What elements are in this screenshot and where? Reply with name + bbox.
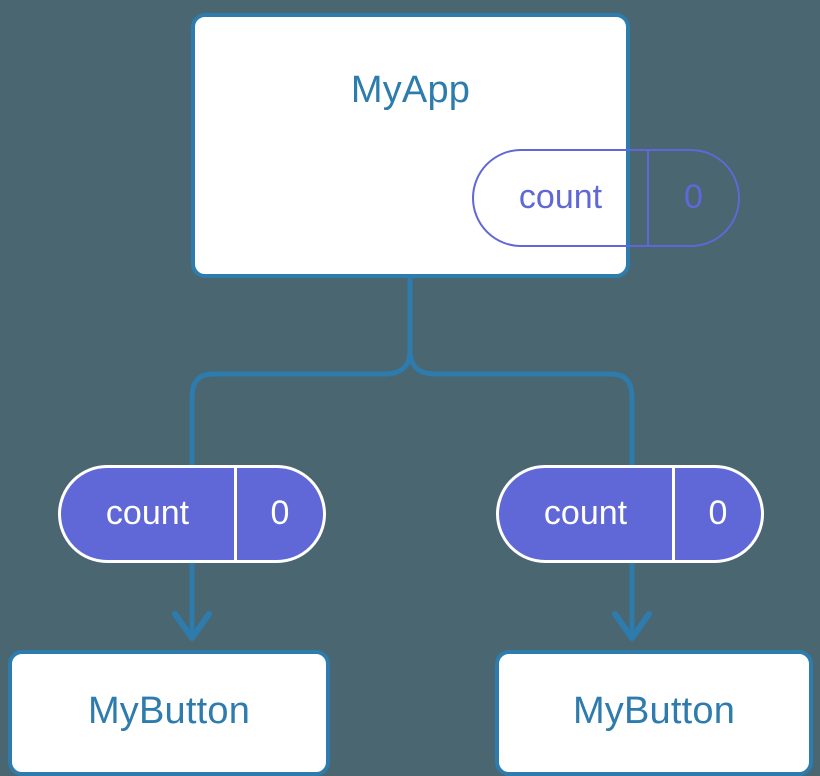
- prop-pill-right[interactable]: count 0: [496, 465, 764, 563]
- edge-branch-right: [407, 349, 635, 465]
- component-box-mybutton-right[interactable]: MyButton: [495, 650, 813, 776]
- state-pill-key: count: [518, 177, 603, 216]
- arrow-head-left-icon: [172, 611, 212, 641]
- component-label-mybutton-right: MyButton: [572, 690, 736, 732]
- component-box-myapp[interactable]: MyApp count 0: [191, 13, 740, 278]
- state-pill-myapp[interactable]: count 0: [472, 149, 740, 247]
- prop-pill-value: 0: [672, 468, 761, 560]
- prop-pill-key: count: [105, 493, 190, 532]
- component-label-myapp: MyApp: [350, 69, 471, 111]
- prop-pill-key: count: [543, 493, 628, 532]
- component-box-mybutton-left[interactable]: MyButton: [8, 650, 330, 776]
- prop-pill-value: 0: [234, 468, 323, 560]
- edge-branch-left: [189, 349, 413, 465]
- component-label-mybutton-left: MyButton: [87, 690, 251, 732]
- prop-pill-left[interactable]: count 0: [58, 465, 326, 563]
- arrow-head-right-icon: [612, 611, 652, 641]
- state-pill-value: 0: [647, 151, 738, 245]
